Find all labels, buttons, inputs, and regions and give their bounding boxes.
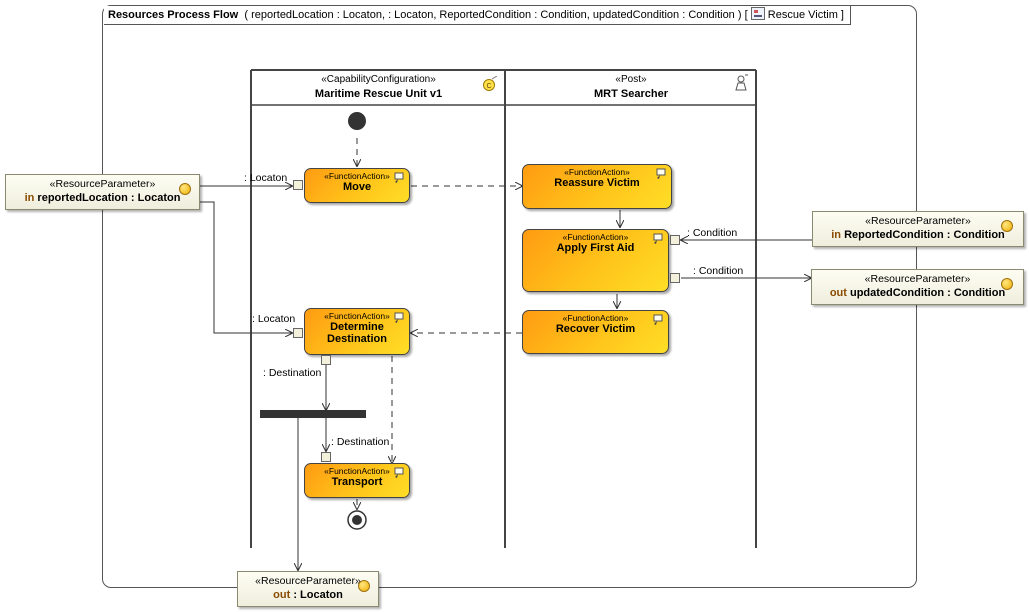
function-action-icon bbox=[656, 168, 666, 179]
function-action-icon bbox=[394, 312, 404, 323]
action-stereotype: «FunctionAction» bbox=[564, 167, 630, 177]
action-name: Transport bbox=[331, 476, 383, 488]
parameter-updated-condition[interactable]: «ResourceParameter» out updatedCondition… bbox=[811, 269, 1024, 305]
function-action-icon bbox=[653, 233, 663, 244]
pin-label: : Condition bbox=[693, 265, 744, 277]
control-flows bbox=[357, 138, 522, 509]
action-name: Move bbox=[342, 181, 372, 193]
svg-text:C: C bbox=[487, 83, 492, 90]
parameter-direction: in bbox=[24, 192, 35, 204]
post-icon bbox=[735, 74, 748, 91]
parameter-stereotype: «ResourceParameter» bbox=[49, 178, 156, 190]
swimlane-header-post: «Post» MRT Searcher bbox=[507, 73, 755, 101]
pin-label: : Destination bbox=[331, 436, 390, 448]
resource-parameter-icon bbox=[179, 183, 191, 195]
action-stereotype: «FunctionAction» bbox=[324, 311, 390, 321]
pin-label: : Locaton bbox=[252, 313, 296, 325]
parameter-name: out : Locaton bbox=[238, 588, 378, 602]
action-determine-destination[interactable]: «FunctionAction» Determine Destination bbox=[304, 308, 410, 355]
parameter-name: in reportedLocation : Locaton bbox=[6, 191, 199, 205]
action-stereotype: «FunctionAction» bbox=[324, 466, 390, 476]
parameter-signature: ReportedCondition : Condition bbox=[844, 229, 1005, 241]
parameter-signature: reportedLocation : Locaton bbox=[37, 192, 181, 204]
parameter-stereotype: «ResourceParameter» bbox=[864, 273, 971, 285]
action-name: Reassure Victim bbox=[554, 177, 640, 189]
parameter-direction: out bbox=[829, 287, 847, 299]
object-flows bbox=[200, 186, 813, 570]
input-pin-locaton-determine[interactable] bbox=[293, 328, 303, 338]
fork-bar[interactable] bbox=[260, 410, 366, 418]
parameter-signature: : Locaton bbox=[293, 589, 343, 601]
action-recover-victim[interactable]: «FunctionAction» Recover Victim bbox=[522, 310, 669, 354]
lane-stereotype: «Post» bbox=[615, 74, 647, 85]
diagram-icon bbox=[750, 7, 765, 20]
swimlane-header-capability: «CapabilityConfiguration» Maritime Rescu… bbox=[253, 73, 504, 101]
parameter-stereotype: «ResourceParameter» bbox=[255, 575, 361, 587]
pin-label: : Condition bbox=[687, 227, 738, 239]
function-action-icon bbox=[394, 467, 404, 478]
function-action-icon bbox=[394, 172, 404, 183]
diagram-context: Rescue Victim ] bbox=[767, 9, 844, 21]
capability-icon: C bbox=[483, 76, 498, 91]
action-move[interactable]: «FunctionAction» Move bbox=[304, 168, 410, 203]
action-stereotype: «FunctionAction» bbox=[562, 313, 629, 323]
parameter-reported-location[interactable]: «ResourceParameter» in reportedLocation … bbox=[5, 174, 200, 210]
resource-parameter-icon bbox=[1001, 220, 1013, 232]
action-reassure-victim[interactable]: «FunctionAction» Reassure Victim bbox=[522, 164, 672, 209]
swimlane-partition bbox=[250, 69, 757, 548]
parameter-stereotype: «ResourceParameter» bbox=[865, 215, 971, 227]
resource-parameter-icon bbox=[1001, 278, 1013, 290]
action-name: Recover Victim bbox=[555, 323, 636, 335]
lane-name: Maritime Rescue Unit v1 bbox=[314, 88, 443, 100]
action-stereotype: «FunctionAction» bbox=[324, 171, 390, 181]
diagram-name: Resources Process Flow bbox=[108, 9, 239, 21]
input-pin-locaton-move[interactable] bbox=[293, 180, 303, 190]
lane-name: MRT Searcher bbox=[594, 88, 668, 100]
parameter-out-location[interactable]: «ResourceParameter» out : Locaton bbox=[237, 571, 379, 607]
action-apply-first-aid[interactable]: «FunctionAction» Apply First Aid bbox=[522, 229, 669, 292]
function-action-icon bbox=[653, 314, 663, 325]
parameter-name: out updatedCondition : Condition bbox=[812, 286, 1023, 300]
initial-node[interactable] bbox=[348, 112, 366, 130]
parameter-name: in ReportedCondition : Condition bbox=[813, 228, 1023, 242]
input-pin-destination-transport[interactable] bbox=[321, 452, 331, 462]
output-pin-destination[interactable] bbox=[321, 355, 331, 365]
pin-label: : Destination bbox=[263, 367, 322, 379]
parameter-direction: in bbox=[831, 229, 842, 241]
input-pin-condition[interactable] bbox=[670, 235, 680, 245]
action-name: Determine Destination bbox=[327, 321, 387, 345]
lane-stereotype: «CapabilityConfiguration» bbox=[321, 74, 436, 85]
pin-label: : Locaton bbox=[244, 172, 288, 184]
output-pin-condition[interactable] bbox=[670, 273, 680, 283]
action-stereotype: «FunctionAction» bbox=[562, 232, 629, 242]
action-transport[interactable]: «FunctionAction» Transport bbox=[304, 463, 410, 498]
parameter-reported-condition[interactable]: «ResourceParameter» in ReportedCondition… bbox=[812, 211, 1024, 247]
diagram-parameters: ( reportedLocation : Locaton, : Locaton,… bbox=[244, 9, 748, 21]
action-name: Apply First Aid bbox=[556, 242, 635, 254]
diagram-frame-title: Resources Process Flow ( reportedLocatio… bbox=[104, 6, 851, 25]
activity-final-node[interactable] bbox=[347, 510, 367, 530]
parameter-direction: out bbox=[273, 589, 291, 601]
parameter-signature: updatedCondition : Condition bbox=[849, 287, 1006, 299]
resource-parameter-icon bbox=[358, 580, 370, 592]
